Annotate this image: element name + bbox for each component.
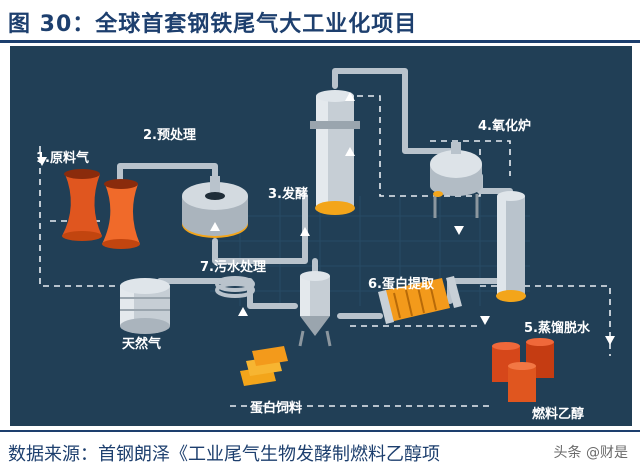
title-rule [0, 40, 640, 43]
step-label-protein-extraction: 6.蛋白提取 [368, 276, 435, 292]
distillation-column [496, 191, 526, 302]
raw-gas-towers [62, 169, 140, 249]
wastewater-silo [298, 271, 332, 347]
figure-footer: 数据来源：首钢朗泽《工业尾气生物发酵制燃料乙醇项 头条 @财是 [0, 430, 640, 472]
protein-extraction-unit [378, 276, 462, 324]
fuel-ethanol-barrels [492, 338, 554, 402]
step-label-distillation: 5.蒸馏脱水 [524, 320, 591, 336]
watermark: 头条 @财是 [553, 445, 628, 461]
protein-feed-bags [240, 346, 288, 386]
source-note: 数据来源：首钢朗泽《工业尾气生物发酵制燃料乙醇项 [8, 444, 440, 465]
flow-arrows [37, 92, 615, 345]
process-diagram-canvas: 1.原料气 2.预处理 3.发酵 4.氧化炉 5.蒸馏脱水 6.蛋白提取 7.污… [36, 68, 615, 422]
step-label-oxidation-furnace: 4.氧化炉 [478, 118, 531, 134]
process-diagram: 1.原料气 2.预处理 3.发酵 4.氧化炉 5.蒸馏脱水 6.蛋白提取 7.污… [10, 46, 632, 426]
natural-gas-tank [120, 278, 170, 334]
footer-rule [0, 430, 640, 432]
wastewater-coil [215, 276, 255, 298]
fermentation-column [310, 90, 360, 215]
output-label-natural-gas: 天然气 [122, 336, 161, 352]
oxidation-furnace [430, 142, 482, 218]
output-label-fuel-ethanol: 燃料乙醇 [532, 406, 584, 422]
output-label-protein-feed: 蛋白饲料 [250, 400, 302, 416]
step-label-pretreatment: 2.预处理 [143, 127, 196, 143]
step-label-raw-gas: 1.原料气 [36, 150, 89, 166]
figure-title: 图 30：全球首套钢铁尾气大工业化项目 [8, 12, 418, 37]
step-label-wastewater: 7.污水处理 [200, 259, 266, 275]
figure-header: 图 30：全球首套钢铁尾气大工业化项目 [0, 0, 640, 44]
step-label-fermentation: 3.发酵 [268, 186, 308, 202]
